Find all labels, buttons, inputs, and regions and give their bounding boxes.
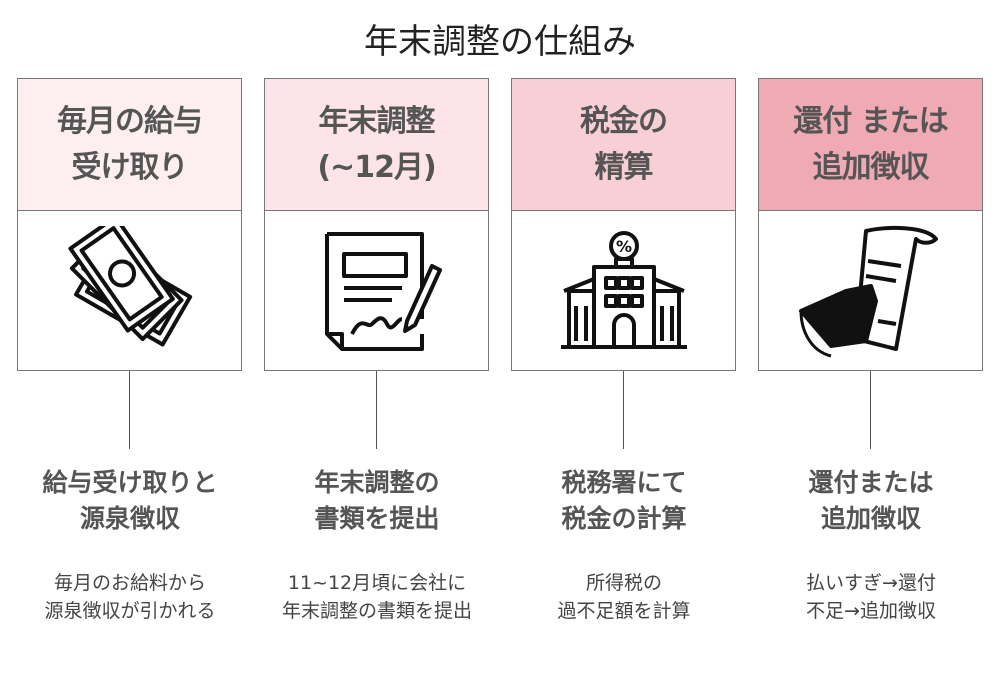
step-card: 毎月の給与 受け取り [17,78,242,371]
step-4: 還付 または 追加徴収 還付または 追加徴収 払いすぎ→還付 不足→追加徴収 [758,78,983,625]
money-icon [18,211,241,370]
receipt-hand-icon [759,211,982,370]
step-heading: 税金の 精算 [512,79,735,211]
step-card: 還付 または 追加徴収 [758,78,983,371]
connector-line [623,371,624,449]
step-subtitle: 税務署にて 税金の計算 [561,468,687,533]
step-card: 年末調整 (~12月) [264,78,489,371]
step-2: 年末調整 (~12月) 年末調整の 書類を提出 11~12月頃に会社に 年末調整… [264,78,489,625]
step-1: 毎月の給与 受け取り 給与受け取りと 源泉徴収 毎月のお給料から 源泉徴収が引か… [17,78,242,625]
connector-line [376,371,377,449]
step-heading: 毎月の給与 受け取り [18,79,241,211]
diagram-title: 年末調整の仕組み [364,22,636,62]
step-heading: 年末調整 (~12月) [265,79,488,211]
step-subtitle: 還付または 追加徴収 [808,468,934,533]
step-description: 毎月のお給料から 源泉徴収が引かれる [44,572,216,622]
step-description: 払いすぎ→還付 不足→追加徴収 [806,572,936,622]
step-description: 所得税の 過不足額を計算 [557,572,691,622]
tax-office-icon: % [512,211,735,370]
step-description: 11~12月頃に会社に 年末調整の書類を提出 [281,572,472,622]
step-subtitle: 年末調整の 書類を提出 [314,468,440,533]
svg-text:%: % [615,237,631,256]
step-card: 税金の 精算 % [511,78,736,371]
step-heading: 還付 または 追加徴収 [759,79,982,211]
step-3: 税金の 精算 % 税務署にて 税金の計算 所得税の 過不足額を計算 [511,78,736,625]
connector-line [129,371,130,449]
connector-line [870,371,871,449]
step-subtitle: 給与受け取りと 源泉徴収 [42,468,218,533]
document-sign-icon [265,211,488,370]
